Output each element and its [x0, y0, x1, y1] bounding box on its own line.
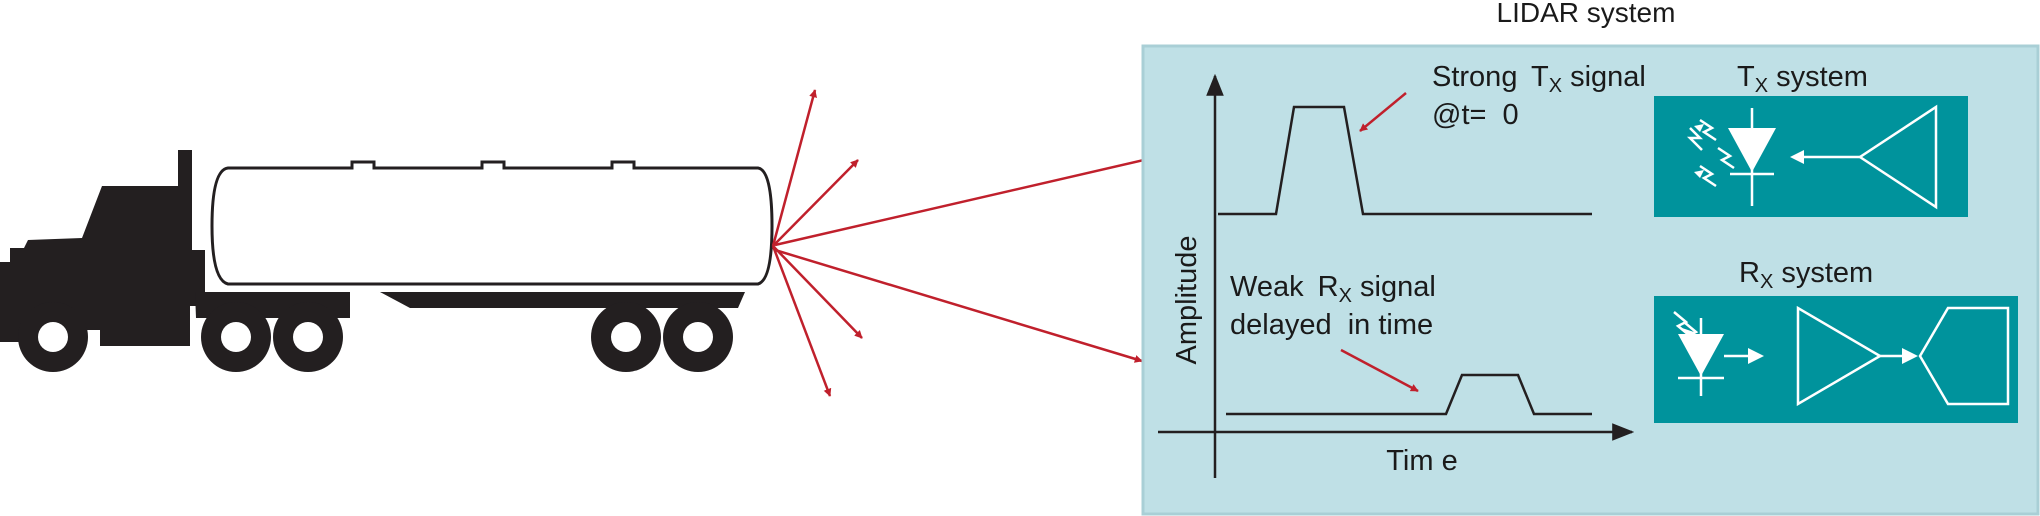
rx-annotation-line1: Weak RX signal	[1230, 271, 1436, 307]
rx-processor-icon	[1918, 306, 2010, 406]
truck-wheels	[18, 302, 733, 372]
tanker-tank	[210, 160, 774, 286]
return-beam	[774, 248, 1143, 363]
photodiode-icon	[1678, 334, 1724, 376]
scatter-ray	[772, 159, 859, 247]
scatter-ray	[771, 245, 832, 397]
tx-system-module	[1654, 96, 1968, 217]
trailer-underframe	[380, 292, 745, 308]
scatter-ray	[771, 89, 817, 247]
x-axis-label: Tim e	[1386, 445, 1457, 477]
rx-system-label: RX system	[1739, 257, 1873, 293]
rx-system-module	[1654, 296, 2018, 423]
rx-annotation-arrow	[1340, 348, 1419, 393]
emission-arrow-icon	[1686, 127, 1704, 151]
tanker-truck	[0, 150, 774, 372]
tx-annotation-line2: @t= 0	[1432, 99, 1519, 131]
scatter-ray	[772, 245, 863, 339]
rx-pulse	[1226, 373, 1592, 416]
exhaust-stack	[178, 150, 192, 256]
rx-amplifier-icon	[1796, 305, 1883, 407]
rx-annotation-line2: delayed in time	[1230, 309, 1433, 341]
y-axis-label: Amplitude	[1171, 236, 1203, 365]
tx-pulse	[1218, 105, 1592, 216]
lidar-title: LIDAR system	[1497, 0, 1676, 28]
transmit-beam	[774, 158, 1145, 247]
tx-annotation-line1: Strong TX signal	[1432, 61, 1646, 97]
plot-axes	[1158, 73, 1635, 478]
laser-diode-icon	[1728, 128, 1776, 172]
tx-annotation-arrow	[1359, 92, 1407, 132]
tx-system-label: TX system	[1737, 61, 1868, 97]
driver-amplifier-icon	[1857, 104, 1938, 210]
scattered-rays	[771, 89, 1145, 397]
